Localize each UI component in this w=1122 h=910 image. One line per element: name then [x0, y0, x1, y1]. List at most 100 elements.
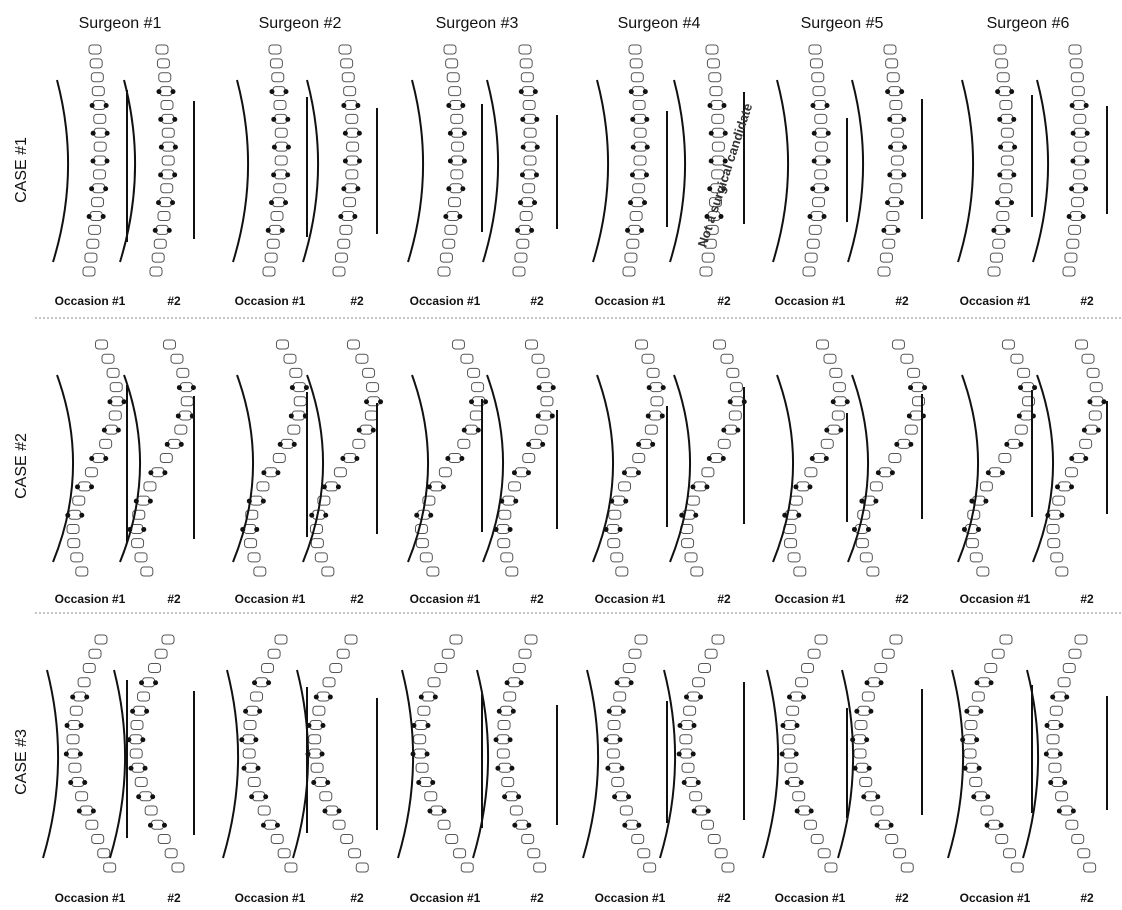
vertebra — [346, 141, 360, 152]
screw-dot — [1062, 780, 1068, 785]
occasion-2-label: #2 — [530, 294, 544, 308]
vertebra — [264, 252, 278, 263]
spine-case1-surgeon6-occ2 — [1032, 44, 1108, 277]
vertebra — [889, 634, 903, 645]
spine-case1-surgeon1-occ2 — [119, 44, 195, 277]
screw-dot — [427, 808, 433, 814]
screw-dot — [995, 200, 1001, 206]
vertebra — [1049, 705, 1063, 716]
spine-case1-surgeon2-occ1 — [232, 44, 308, 277]
curve-contour — [52, 374, 74, 563]
screw-dot — [536, 385, 542, 391]
vertebra — [507, 677, 521, 688]
curve-contour — [109, 669, 127, 859]
screw-dot — [269, 200, 275, 206]
screw-dot — [266, 680, 272, 686]
curve-contour — [659, 669, 677, 859]
screw-dot — [510, 708, 516, 714]
screw-dot — [178, 441, 184, 447]
vertebra — [861, 691, 875, 702]
screw-dot — [170, 200, 176, 206]
vertebra — [883, 44, 897, 55]
vertebra — [615, 566, 629, 577]
screw-dot — [793, 484, 799, 490]
vertebra — [451, 141, 465, 152]
vertebra — [314, 777, 328, 787]
screw-dot — [895, 227, 901, 233]
screw-dot — [515, 227, 521, 233]
vertebra — [154, 648, 168, 659]
vertebra — [869, 481, 883, 492]
vertebra — [70, 552, 84, 563]
occasion-1-label: Occasion #1 — [55, 592, 126, 606]
screw-dot — [997, 116, 1003, 122]
vertebra — [500, 552, 514, 563]
occasion-1-label: Occasion #1 — [55, 891, 126, 905]
vertebra — [256, 481, 270, 492]
vertebra — [888, 197, 902, 208]
screw-dot — [626, 794, 632, 800]
vertebra — [89, 211, 103, 221]
vertebra — [340, 58, 354, 69]
screw-dot — [899, 200, 905, 206]
screw-dot — [1018, 385, 1024, 391]
screw-dot — [690, 751, 696, 757]
screw-dot — [974, 737, 980, 743]
vertebra — [72, 495, 86, 506]
screw-dot — [722, 158, 728, 164]
vertebra — [890, 127, 904, 138]
vertebra — [269, 58, 283, 69]
vertebra — [855, 538, 869, 549]
screw-dot — [162, 470, 168, 476]
screw-dot — [821, 214, 827, 219]
screw-dot — [89, 103, 95, 108]
vertebra — [430, 805, 444, 816]
vertebra — [859, 552, 873, 563]
vertebra — [348, 848, 362, 859]
screw-dot — [988, 680, 994, 686]
vertebra — [131, 538, 145, 549]
curve-contour — [232, 374, 254, 563]
vertebra — [340, 834, 354, 844]
occasion-1-label: Occasion #1 — [410, 592, 481, 606]
screw-dot — [718, 214, 724, 219]
vertebra — [613, 691, 627, 702]
surgeon-5-header: Surgeon #5 — [801, 15, 884, 32]
vertebra — [728, 410, 742, 421]
vertebra — [890, 155, 904, 166]
screw-dot — [289, 385, 295, 391]
occasion-1-label: Occasion #1 — [235, 891, 306, 905]
screw-dot — [291, 441, 297, 447]
screw-dot — [534, 144, 540, 150]
screw-dot — [285, 172, 291, 178]
vertebra — [498, 762, 512, 773]
vertebra — [832, 382, 846, 393]
vertebra — [1000, 127, 1014, 138]
curve-contour — [582, 669, 600, 859]
vertebra — [92, 183, 106, 194]
vertebra — [699, 266, 713, 277]
vertebra — [684, 552, 698, 563]
vertebra — [514, 252, 528, 263]
screw-dot — [961, 526, 967, 532]
vertebra — [519, 211, 533, 221]
occasion-1-label: Occasion #1 — [775, 592, 846, 606]
screw-dot — [811, 158, 817, 164]
vertebra — [1089, 382, 1103, 393]
screw-dot — [991, 227, 997, 233]
vertebra — [324, 481, 338, 492]
vertebra — [523, 141, 537, 152]
vertebra — [498, 509, 512, 520]
screw-dot — [676, 751, 682, 757]
screw-dot — [644, 144, 650, 150]
vertebra — [529, 438, 543, 449]
vertebra — [824, 862, 838, 873]
vertebra — [71, 777, 85, 787]
vertebra — [729, 382, 743, 393]
vertebra — [268, 44, 282, 55]
vertebra — [786, 705, 800, 716]
screw-dot — [172, 172, 178, 178]
vertebra — [144, 805, 158, 816]
screw-dot — [623, 498, 629, 504]
screw-dot — [549, 413, 555, 419]
